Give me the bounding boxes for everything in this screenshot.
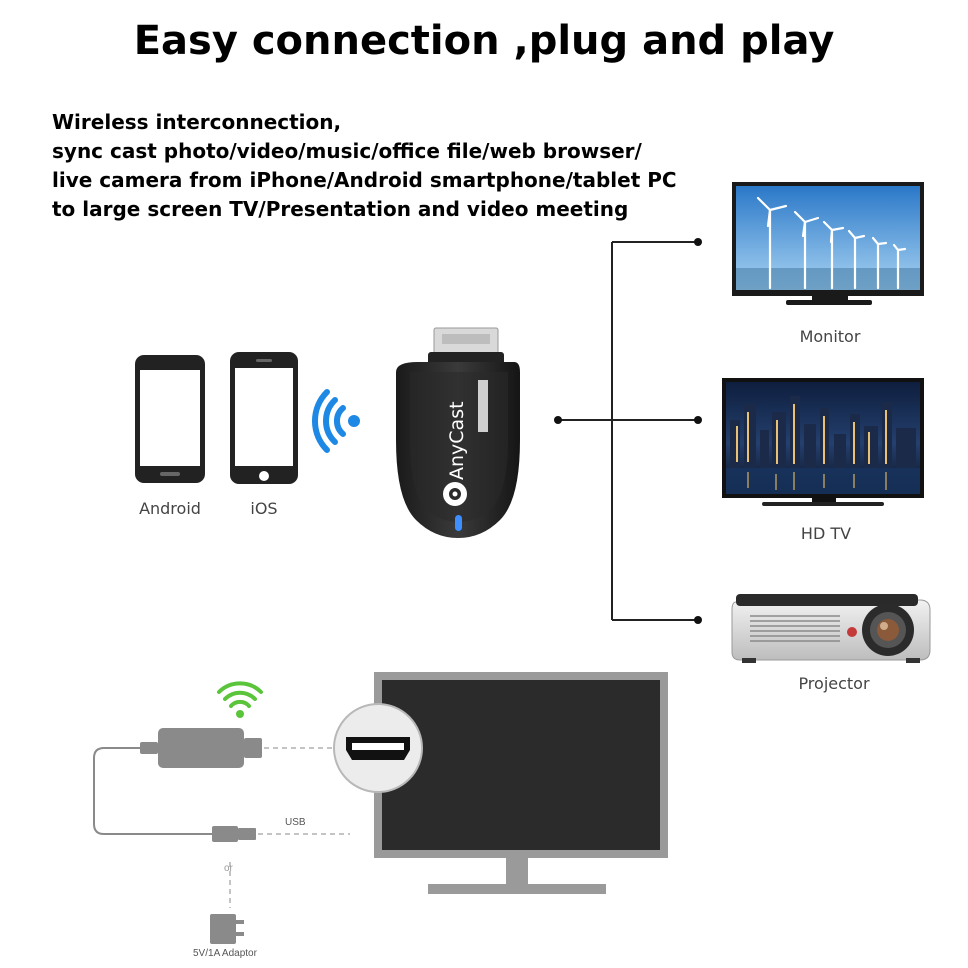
- description-line: Wireless interconnection,: [52, 110, 342, 134]
- android-phone-icon: [135, 355, 205, 483]
- dongle-brand-text: AnyCast: [446, 401, 468, 480]
- hd-tv-label: HD TV: [800, 524, 852, 543]
- ios-label: iOS: [250, 499, 278, 518]
- power-adaptor-icon: [210, 914, 244, 944]
- description-line: sync cast photo/video/music/office file/…: [52, 139, 642, 163]
- description-text: Wireless interconnection, sync cast phot…: [52, 108, 732, 224]
- adaptor-label: 5V/1A Adaptor: [193, 948, 257, 959]
- page-title: Easy connection ,plug and play: [133, 18, 835, 64]
- description-line: live camera from iPhone/Android smartpho…: [52, 168, 677, 192]
- gray-dongle-icon: [140, 728, 262, 768]
- wifi-green-icon: [217, 681, 263, 718]
- wifi-signal-icon: [312, 389, 360, 453]
- iphone-icon: [230, 352, 298, 484]
- hd-tv-icon: [722, 378, 924, 506]
- anycast-dongle-icon: AnyCast: [396, 327, 520, 538]
- setup-dashed-lines: [229, 747, 350, 908]
- usb-cable-icon: [93, 747, 212, 835]
- connection-dots: [554, 238, 702, 624]
- or-label: or: [224, 863, 233, 874]
- projector-icon: [731, 594, 931, 663]
- monitor-label: Monitor: [799, 327, 861, 346]
- monitor-icon: [732, 182, 924, 305]
- description-line: to large screen TV/Presentation and vide…: [52, 197, 629, 221]
- display-monitor-icon: [374, 672, 668, 894]
- hdmi-port-icon: [333, 703, 423, 793]
- usb-label: USB: [285, 817, 306, 828]
- android-label: Android: [139, 499, 201, 518]
- connection-lines: [558, 241, 698, 621]
- usb-plug-icon: [212, 826, 256, 842]
- projector-label: Projector: [798, 674, 870, 693]
